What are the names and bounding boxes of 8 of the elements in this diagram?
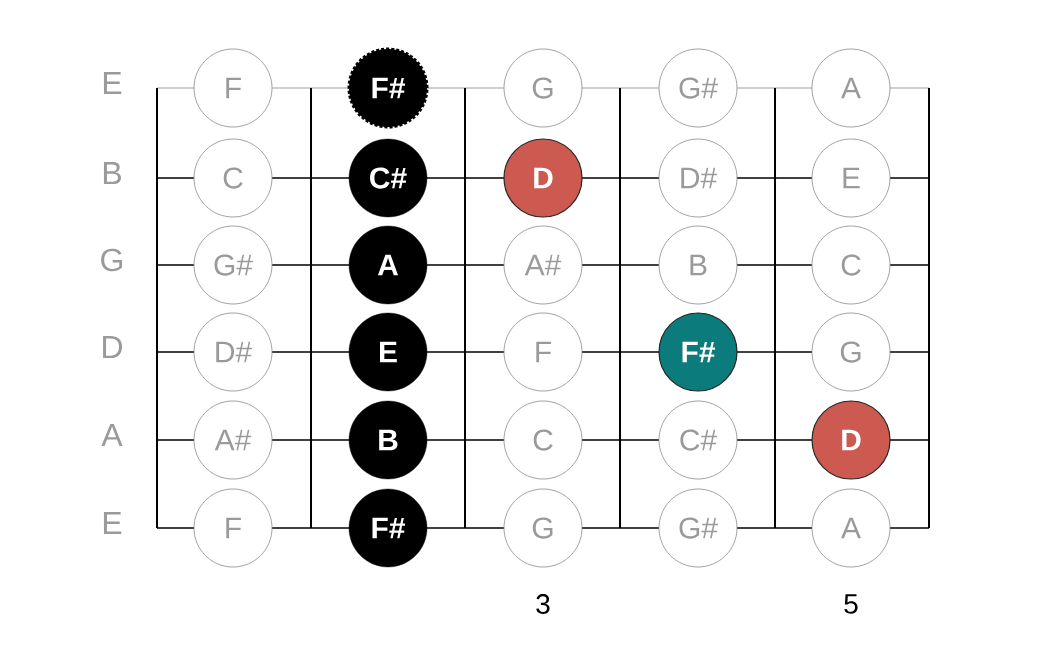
fret-number: 3 xyxy=(536,594,550,614)
string-name: A xyxy=(101,424,123,446)
string-name: E xyxy=(103,512,122,534)
string-name: G xyxy=(101,248,123,272)
fret-number: 5 xyxy=(844,594,858,614)
string-name: D xyxy=(103,336,123,358)
string-name: B xyxy=(103,162,121,184)
string-name: E xyxy=(103,72,122,94)
